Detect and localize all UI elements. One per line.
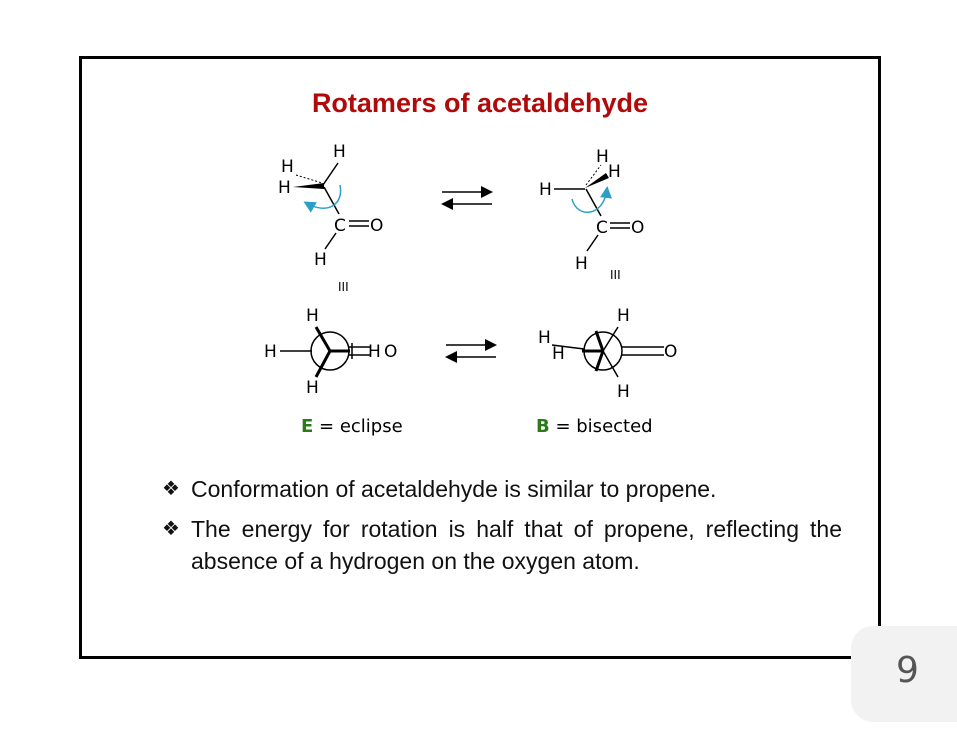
- atom-h: H: [538, 328, 551, 348]
- atom-o: O: [664, 342, 677, 362]
- bullet-text: The energy for rotation is half that of …: [191, 516, 842, 574]
- roman-marker: III: [338, 280, 349, 294]
- atom-c: C: [596, 218, 608, 238]
- bisected-label: B = bisected: [536, 416, 653, 437]
- atom-h: H: [368, 342, 381, 362]
- conformer-labels: E = eclipse B = bisected: [301, 416, 653, 437]
- atom-h: H: [278, 178, 291, 198]
- page-number-tab: [851, 626, 957, 722]
- bullet-item: ❖ The energy for rotation is half that o…: [162, 513, 842, 577]
- atom-h: H: [596, 147, 609, 167]
- slide-title: Rotamers of acetaldehyde: [311, 88, 649, 118]
- equilibrium-arrows: [445, 339, 497, 363]
- atom-h: H: [617, 382, 630, 402]
- eclipse-label: E = eclipse: [301, 416, 403, 437]
- atom-h: H: [281, 157, 294, 177]
- atom-c: C: [334, 216, 346, 236]
- atom-h: H: [608, 162, 621, 182]
- atom-h: H: [539, 180, 552, 200]
- equilibrium-arrows: [441, 186, 493, 210]
- bisected-newman-projection: H H H H O: [538, 306, 677, 402]
- bullet-item: ❖ Conformation of acetaldehyde is simila…: [162, 473, 842, 505]
- eclipsed-newman-projection: H H H H O: [264, 306, 397, 398]
- atom-o: O: [384, 342, 397, 362]
- bullet-text: Conformation of acetaldehyde is similar …: [191, 476, 717, 502]
- rotamer-diagram: H H H C O H III H H H: [264, 142, 677, 437]
- atom-o: O: [631, 218, 644, 238]
- diamond-bullet-icon: ❖: [162, 518, 180, 540]
- atom-h: H: [552, 344, 565, 364]
- roman-marker: III: [610, 268, 621, 282]
- atom-h: H: [575, 254, 588, 274]
- rotation-arrow-icon: [571, 186, 612, 214]
- diamond-bullet-icon: ❖: [162, 478, 180, 500]
- atom-h: H: [306, 306, 319, 326]
- atom-h: H: [306, 378, 319, 398]
- slide-frame: Rotamers of acetaldehyde H H H C O H: [79, 56, 881, 659]
- page-number: 9: [896, 650, 919, 691]
- atom-h: H: [314, 250, 327, 270]
- atom-h: H: [264, 342, 277, 362]
- bisected-wedge-structure: H H H C O H III: [539, 147, 644, 282]
- atom-h: H: [333, 142, 346, 162]
- atom-o: O: [370, 216, 383, 236]
- eclipsed-wedge-structure: H H H C O H III: [278, 142, 383, 294]
- atom-h: H: [617, 306, 630, 326]
- bullet-list: ❖ Conformation of acetaldehyde is simila…: [162, 473, 842, 585]
- rotation-arrow-icon: [303, 184, 342, 213]
